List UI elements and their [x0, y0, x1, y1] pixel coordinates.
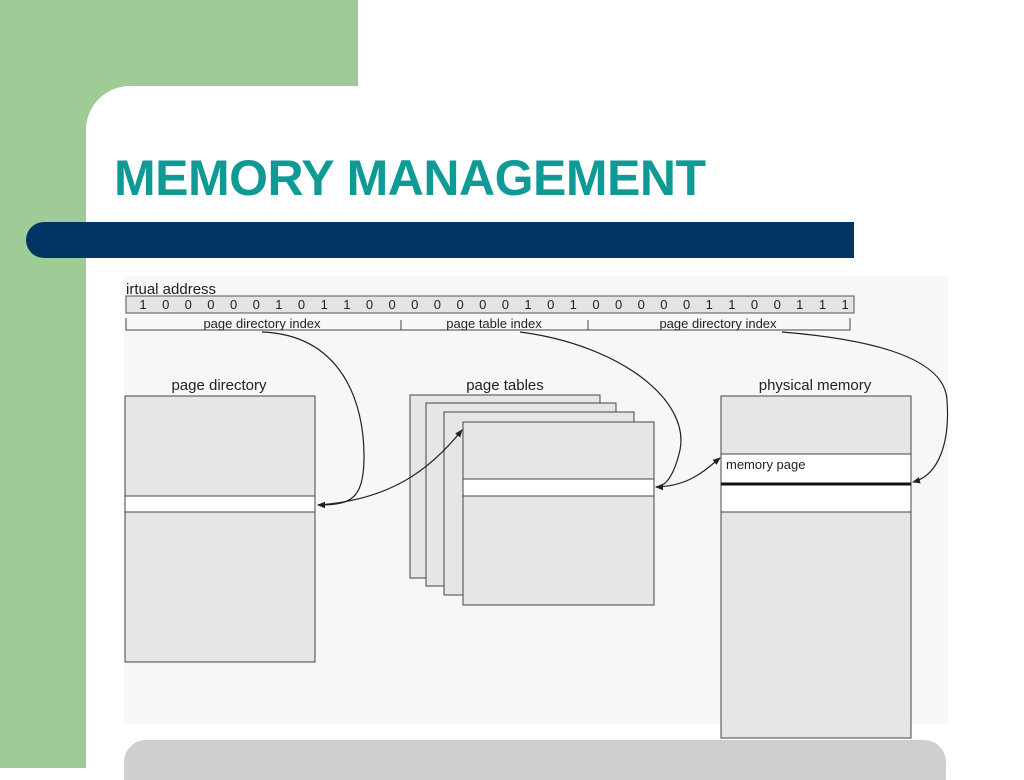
address-bit: 0 [502, 297, 509, 312]
address-bit: 0 [479, 297, 486, 312]
address-bit: 1 [796, 297, 803, 312]
address-bit: 0 [615, 297, 622, 312]
arrow-entry-to-memory-page [655, 457, 721, 488]
page-directory-box [124, 395, 316, 663]
title-underline-bar [26, 222, 854, 258]
arrow-offset-to-memory-byte [781, 331, 949, 484]
address-bit: 0 [683, 297, 690, 312]
page-tables-stack [409, 394, 655, 606]
physical-memory-box [720, 395, 912, 739]
arrow-entry-to-page-table [317, 429, 463, 506]
memory-page-label: memory page [726, 457, 805, 472]
arrow-table-index-to-entry [519, 331, 682, 491]
slide-title: MEMORY MANAGEMENT [114, 150, 706, 206]
page-table-entry [462, 478, 655, 497]
address-bit: 0 [434, 297, 441, 312]
address-bit: 1 [819, 297, 826, 312]
address-bit: 0 [592, 297, 599, 312]
address-bit: 1 [728, 297, 735, 312]
address-bit: 0 [162, 297, 169, 312]
address-bit: 0 [638, 297, 645, 312]
page-directory-label: page directory [171, 377, 267, 394]
address-bit: 0 [185, 297, 192, 312]
address-bit: 0 [230, 297, 237, 312]
address-bit: 1 [706, 297, 713, 312]
address-bit: 0 [456, 297, 463, 312]
address-bit: 0 [660, 297, 667, 312]
field-bracket [125, 318, 851, 331]
address-bit: 0 [366, 297, 373, 312]
physical-memory-label: physical memory [759, 377, 872, 394]
field-label-page-table-index: page table index [446, 316, 542, 331]
address-bit: 1 [343, 297, 350, 312]
address-bit: 1 [139, 297, 146, 312]
field-label-offset-index: page directory index [659, 316, 777, 331]
address-bit: 1 [841, 297, 848, 312]
address-bit: 0 [253, 297, 260, 312]
address-bit-strip [125, 295, 855, 314]
address-bit: 0 [298, 297, 305, 312]
address-bit: 0 [751, 297, 758, 312]
address-bit: 0 [547, 297, 554, 312]
address-bit: 1 [275, 297, 282, 312]
virtual-address-label: irtual address [126, 281, 216, 298]
address-bit: 0 [207, 297, 214, 312]
address-bit: 0 [774, 297, 781, 312]
address-bit: 0 [411, 297, 418, 312]
address-bit: 1 [570, 297, 577, 312]
field-label-page-directory-index: page directory index [203, 316, 321, 331]
address-bit: 1 [321, 297, 328, 312]
address-bit: 0 [388, 297, 395, 312]
page-directory-entry [124, 495, 316, 513]
address-bit: 1 [524, 297, 531, 312]
page-tables-label: page tables [466, 377, 544, 394]
